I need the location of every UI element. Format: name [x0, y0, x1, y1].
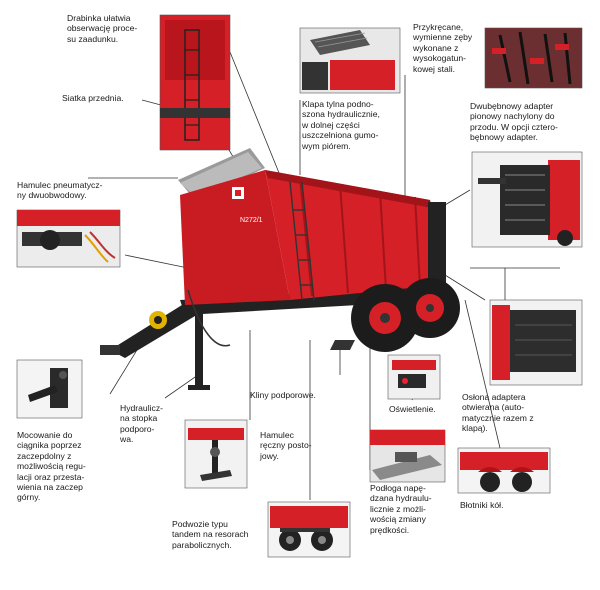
leader-mocowanie	[109, 344, 141, 395]
inset-drabinka	[159, 14, 231, 151]
inset-mocowanie	[16, 359, 83, 419]
label-podloga: Podłoga napę- dzana hydraulu- licznie z …	[370, 483, 432, 535]
label-oswietlenie: Oświetlenie.	[389, 404, 436, 414]
inset-podwozie	[267, 501, 351, 558]
inset-blotniki	[457, 447, 551, 494]
leader-blotniki	[464, 299, 501, 449]
label-drabinka: Drabinka ułatwia obserwację proce- su za…	[67, 13, 138, 44]
inset-oswietlenie	[387, 354, 441, 400]
inset-klapa	[299, 27, 401, 94]
label-kliny: Kliny podporowe.	[250, 390, 316, 400]
label-blotniki: Błotniki kół.	[460, 500, 504, 510]
label-siatka: Siatka przednia.	[62, 93, 124, 103]
label-hamulec-pneumatyczny: Hamulec pneumatycz- ny dwuobwodowy.	[17, 180, 103, 201]
ladder	[289, 181, 315, 301]
label-klapa: Klapa tylna podno- szona hydraulicznie, …	[302, 99, 380, 151]
label-oslona: Osłona adaptera otwierana (auto- matyczn…	[462, 392, 534, 434]
model-badge: N272/1	[240, 217, 263, 224]
inset-adapter	[471, 151, 583, 248]
leader-stopka	[164, 374, 199, 399]
inset-hamulec-reczny	[184, 419, 248, 489]
inset-podloga	[369, 429, 446, 483]
label-mocowanie: Mocowanie do ciągnika poprzez zaczepdoln…	[17, 430, 86, 503]
label-hamulec-reczny: Hamulec ręczny posto- jowy.	[260, 430, 312, 461]
label-adapter: Dwubębnowy adapter pionowy nachylony do …	[470, 101, 558, 143]
label-podwozie: Podwozie typu tandem na resorach parabol…	[172, 519, 249, 550]
inset-oslona	[489, 299, 583, 386]
leader-oslona	[444, 274, 486, 301]
main-spreader	[100, 148, 460, 390]
leader-hamulec-pn-2	[124, 254, 189, 269]
inset-zeby	[484, 27, 583, 89]
leader-adapter	[444, 189, 471, 206]
label-stopka: Hydraulicz- na stopka podporo- wa.	[120, 403, 163, 445]
inset-hamulec-pn	[16, 209, 121, 268]
label-zeby: Przykręcane, wymienne zęby wykonane z wy…	[413, 22, 473, 74]
